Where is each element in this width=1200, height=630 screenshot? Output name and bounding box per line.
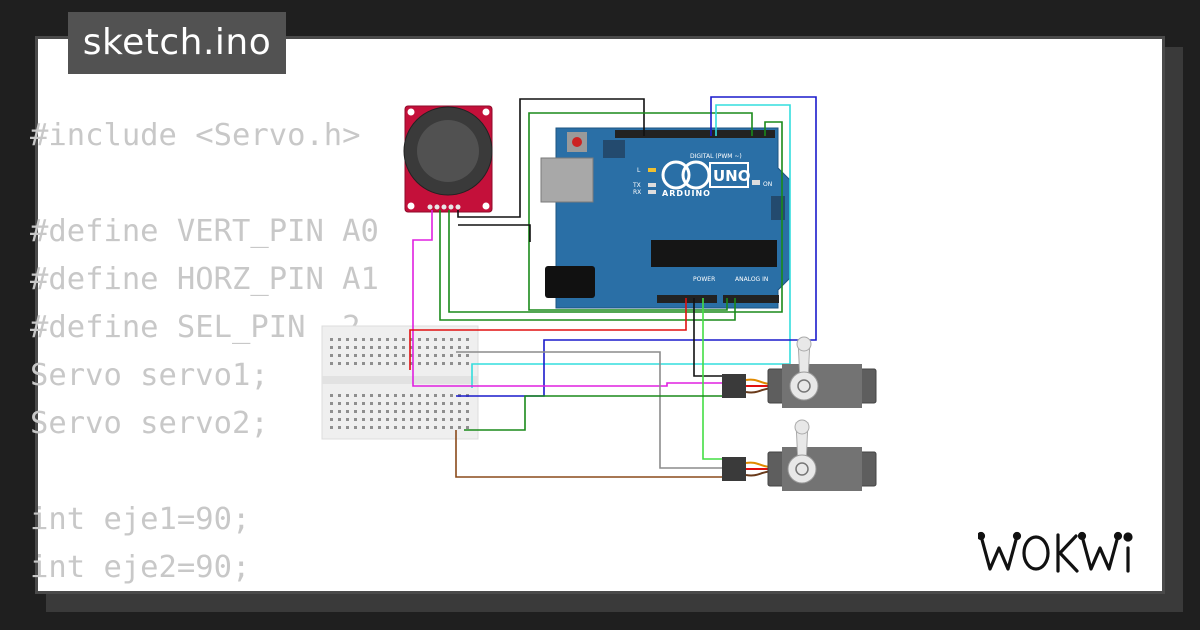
arduino-uno-board[interactable]: DIGITAL (PWM ~) POWER ANALOG IN UNO ARDU… — [540, 127, 791, 309]
file-tab[interactable]: sketch.ino — [68, 12, 286, 74]
breadboard[interactable] — [321, 325, 479, 440]
power-header-label: POWER — [693, 276, 715, 283]
wokwi-logo — [978, 531, 1133, 573]
code-line: Servo servo2; — [30, 406, 269, 441]
code-line: Servo servo1; — [30, 358, 269, 393]
code-line: int eje2=90; — [30, 550, 251, 585]
code-line: #define HORZ_PIN A1 — [30, 262, 379, 297]
code-editor: #include <Servo.h> #define VERT_PIN A0 #… — [30, 112, 379, 592]
led-tx-label: TX — [632, 182, 641, 189]
led-l-label: L — [637, 167, 641, 174]
led-rx-label: RX — [633, 189, 641, 196]
board-model-label: UNO — [713, 167, 751, 185]
analog-header-label: ANALOG IN — [735, 276, 768, 283]
servo-motor[interactable] — [722, 336, 877, 408]
wires — [409, 96, 817, 478]
code-line: #define VERT_PIN A0 — [30, 214, 379, 249]
joystick-module[interactable] — [403, 105, 493, 213]
servo-motor[interactable] — [722, 419, 877, 491]
digital-header-label: DIGITAL (PWM ~) — [690, 153, 742, 160]
board-brand-label: ARDUINO — [662, 189, 711, 198]
led-on-label: ON — [763, 181, 772, 188]
code-line: #include <Servo.h> — [30, 118, 361, 153]
code-line: int eje1=90; — [30, 502, 251, 537]
